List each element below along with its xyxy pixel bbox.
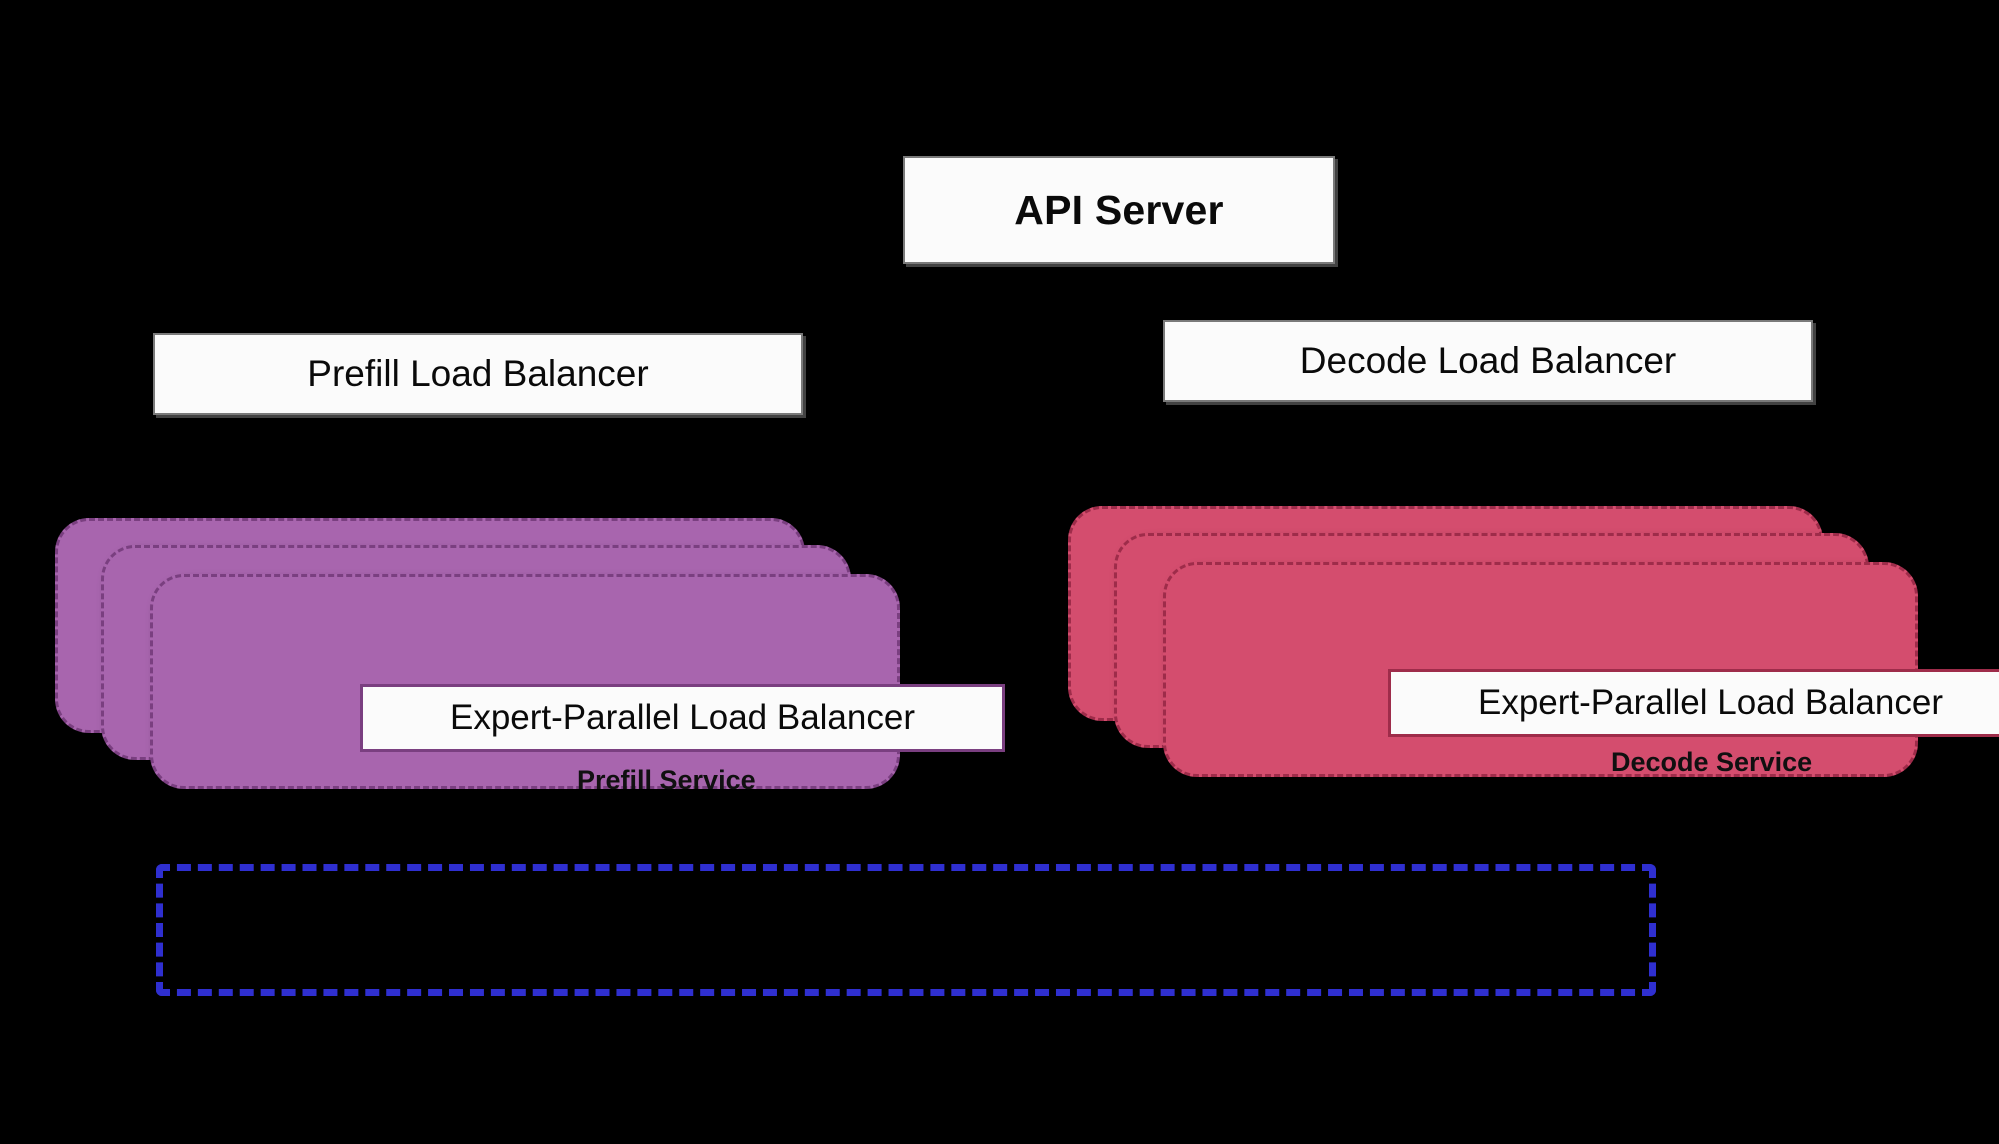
api-server-node[interactable]: API Server <box>903 156 1335 264</box>
edge-api-to-prefill-lb <box>467 206 920 336</box>
prefill-load-balancer-node[interactable]: Prefill Load Balancer <box>153 333 803 415</box>
prefill-expert-parallel-load-balancer-node[interactable]: Expert-Parallel Load Balancer <box>360 684 1005 752</box>
decode-expert-parallel-load-balancer-label: Expert-Parallel Load Balancer <box>1478 683 1943 722</box>
prefill-expert-parallel-load-balancer-label: Expert-Parallel Load Balancer <box>450 698 915 737</box>
prefill-service-replica-front[interactable]: Expert-Parallel Load Balancer Prefill Se… <box>150 574 1005 795</box>
decode-service-replica-front[interactable]: Expert-Parallel Load Balancer Decode Ser… <box>1163 562 1999 777</box>
decode-service-caption: Decode Service <box>1611 747 1813 777</box>
api-server-label: API Server <box>1014 186 1224 233</box>
prefill-service-stack: Expert-Parallel Load Balancer Prefill Se… <box>55 518 1005 795</box>
prefill-load-balancer-label: Prefill Load Balancer <box>307 353 649 394</box>
prefill-service-caption: Prefill Service <box>577 765 756 795</box>
decode-expert-parallel-load-balancer-node[interactable]: Expert-Parallel Load Balancer <box>1388 669 1999 737</box>
decode-service-stack: Expert-Parallel Load Balancer Decode Ser… <box>1068 506 1999 778</box>
decode-load-balancer-label: Decode Load Balancer <box>1299 340 1677 381</box>
bottom-dashed-container[interactable] <box>156 864 1656 996</box>
decode-load-balancer-node[interactable]: Decode Load Balancer <box>1163 320 1813 402</box>
